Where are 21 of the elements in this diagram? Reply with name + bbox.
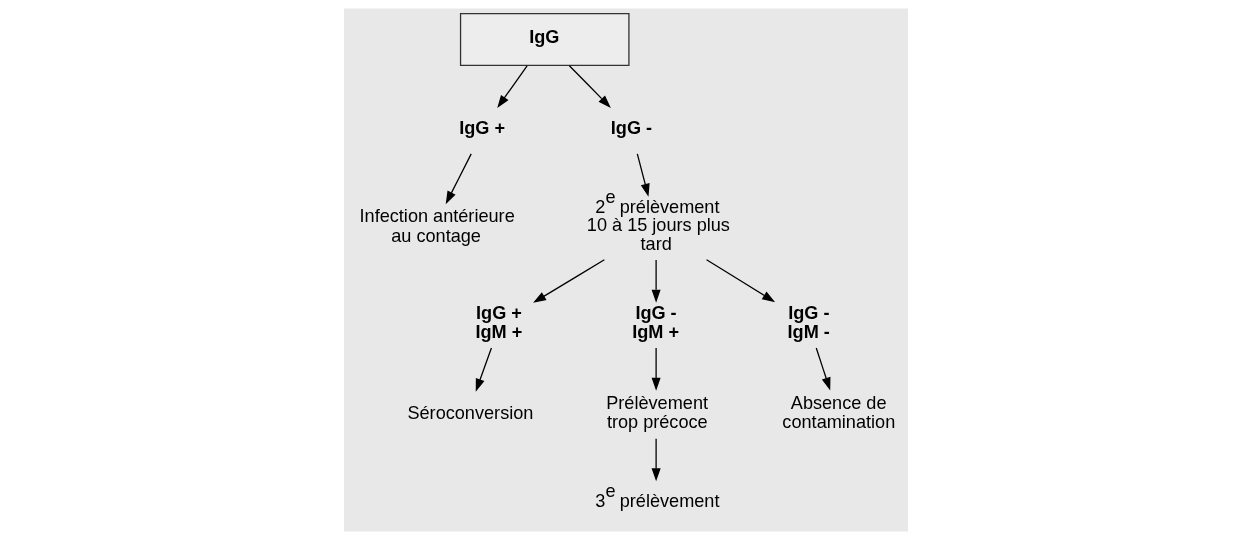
arrow (532, 259, 605, 303)
node-text: Prélèvement trop précoce (605, 392, 708, 433)
node-text: IgG - (610, 117, 652, 138)
node-text: IgG - IgM - (787, 303, 830, 342)
node-text: Absence de contamination (781, 392, 895, 433)
arrow (445, 153, 472, 205)
node-text: IgG - IgM + (631, 303, 679, 342)
arrow (651, 438, 661, 482)
node-text: IgG + IgM + (474, 303, 522, 342)
node-text: IgG + (458, 117, 505, 138)
arrow (568, 65, 611, 108)
arrow (651, 259, 661, 303)
arrow (815, 347, 830, 391)
arrow (475, 347, 492, 392)
node-box: IgG (459, 12, 630, 67)
arrow (651, 347, 661, 391)
node-text: Infection antérieure au contage (359, 206, 515, 246)
arrow (705, 259, 775, 303)
arrow (636, 153, 650, 197)
arrow (496, 65, 528, 109)
node-text: Séroconversion (406, 402, 533, 423)
